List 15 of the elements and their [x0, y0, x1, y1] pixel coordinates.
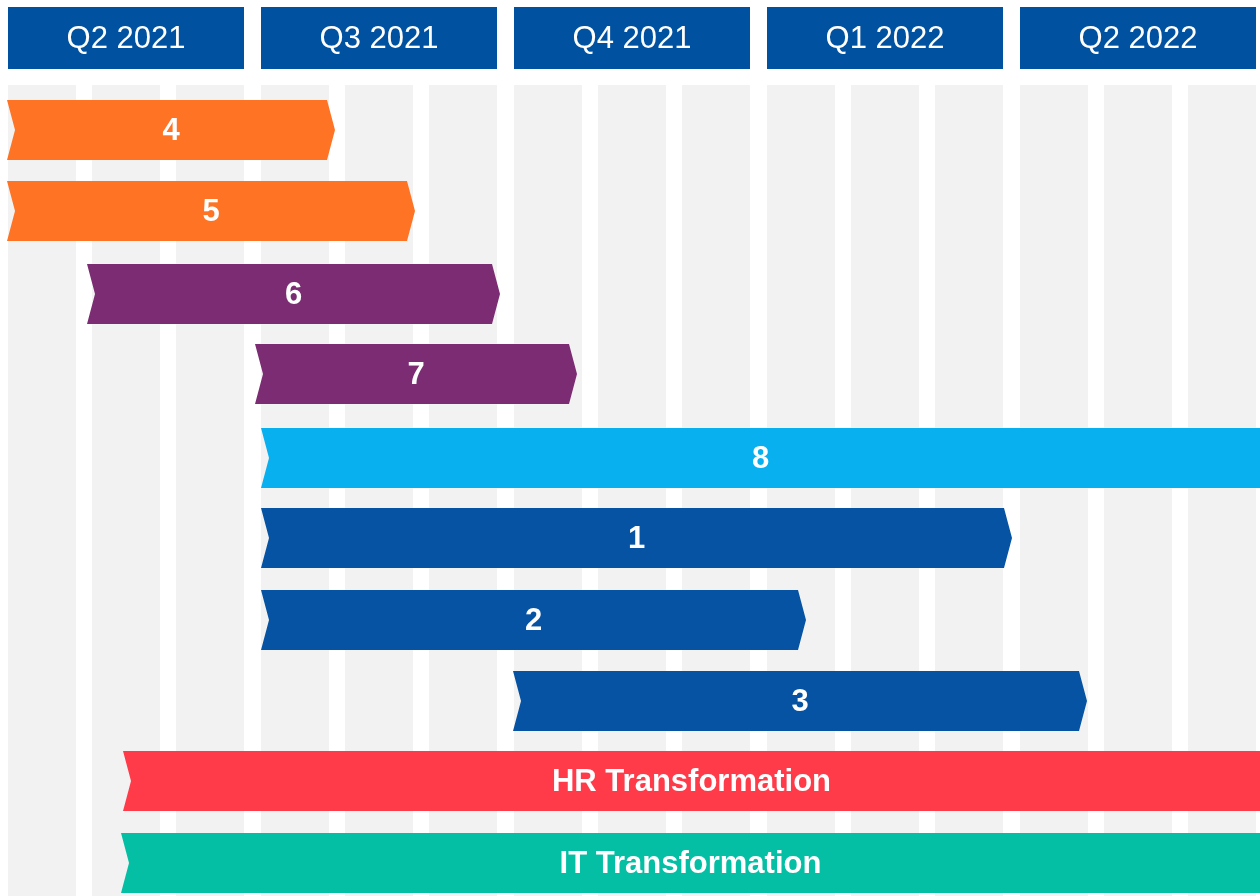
timeline-bar: 1 — [261, 508, 1012, 568]
timeline-bar: HR Transformation — [123, 751, 1260, 811]
timeline-bar: 8 — [261, 428, 1260, 488]
quarter-header: Q3 2021 — [261, 7, 497, 69]
quarter-header: Q2 2021 — [8, 7, 244, 69]
quarter-header: Q2 2022 — [1020, 7, 1256, 69]
timeline-bar: 7 — [255, 344, 577, 404]
timeline-bar: 6 — [87, 264, 500, 324]
timeline-bar: 5 — [7, 181, 415, 241]
timeline-bar: 3 — [513, 671, 1087, 731]
timeline-bar: 4 — [7, 100, 335, 160]
timeline-bar: IT Transformation — [121, 833, 1260, 893]
quarter-header: Q4 2021 — [514, 7, 750, 69]
quarter-header: Q1 2022 — [767, 7, 1003, 69]
timeline-bar: 2 — [261, 590, 806, 650]
